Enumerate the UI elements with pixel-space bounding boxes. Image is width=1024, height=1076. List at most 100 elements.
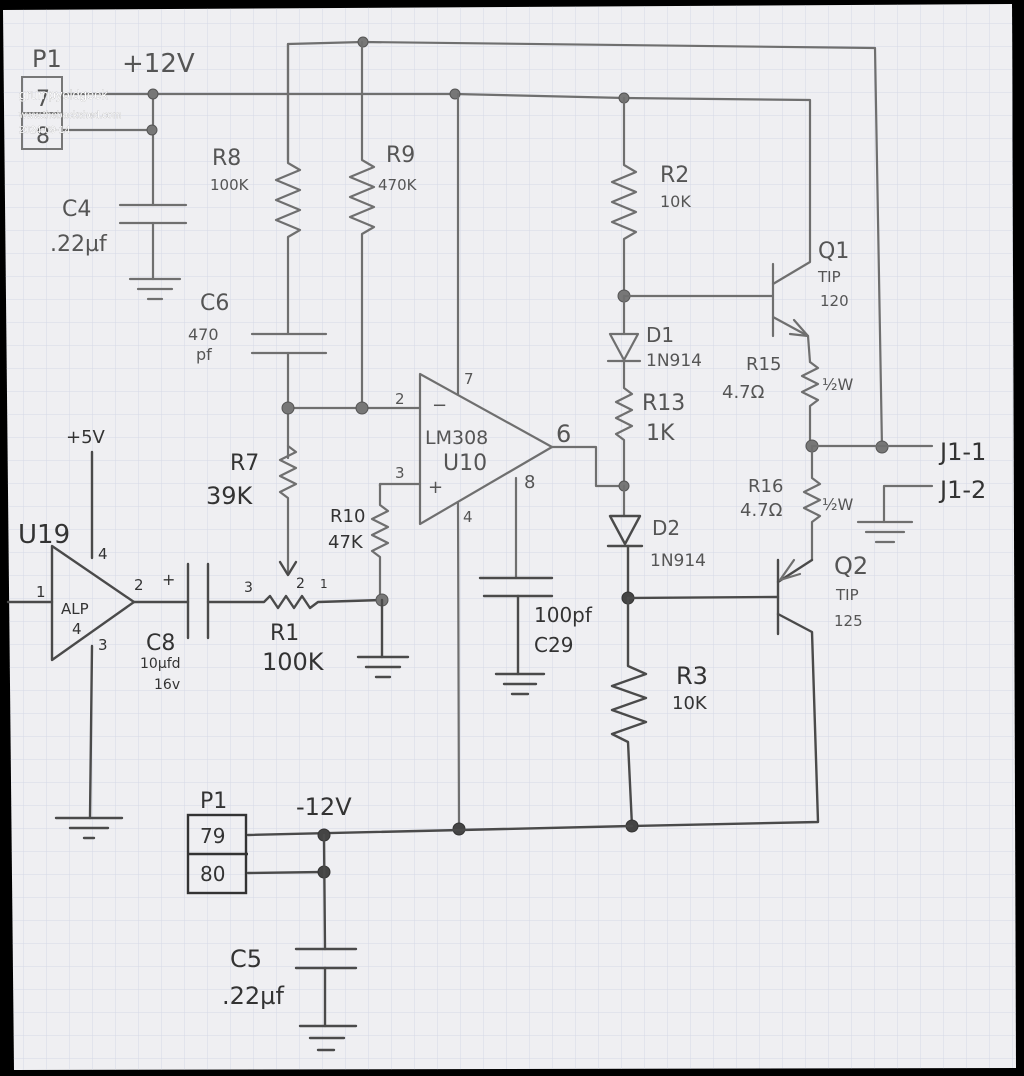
c6-ref: C6 [200,291,229,316]
r2-ref: R2 [660,163,689,188]
ground-symbol [494,672,546,696]
resistor-r10 [370,482,390,602]
p1-pin-79: 79 [200,824,225,848]
wire-c5-top [322,833,327,951]
q2-line2: 125 [834,612,863,630]
watermark-site: www.thebackshed.com [18,110,121,121]
q1-emitter-arrow-icon [788,318,810,338]
u10-pin8: 8 [524,472,535,493]
r15-power: ½W [822,375,854,394]
c5-value: .22µf [222,982,284,1010]
potentiometer-r1 [206,594,384,610]
u19-pin1: 1 [36,583,46,601]
u19-ref: U19 [18,520,70,550]
r15-value: 4.7Ω [722,382,765,403]
u10-plus: + [428,477,443,498]
d2-ref: D2 [652,516,680,540]
p1-pin-80: 80 [200,862,225,886]
p1-pin-7: 7 [36,87,50,112]
d1-value: 1N914 [646,351,702,371]
u10-pin4: 4 [463,508,473,526]
r7-ref: R7 [230,451,259,476]
c5-ref: C5 [230,945,262,973]
u19-part-2: 4 [72,620,82,638]
q2-line1: TIP [835,586,859,604]
c8-value: 10µfd [140,656,181,672]
rail-label-pos5: +5V [66,427,106,448]
resistor-r7 [278,444,298,574]
resistor-r16 [802,444,822,562]
u19-pin2: 2 [134,576,144,594]
wire-neg12-rail [246,824,634,837]
c29-value: 100pf [534,603,593,627]
j1-1-label: J1-1 [938,438,986,466]
u10-pin3: 3 [395,464,405,482]
wire-p1-pin80 [246,870,326,875]
r16-value: 4.7Ω [740,500,783,521]
graph-grid [3,4,1016,1070]
r10-value: 47K [328,532,364,553]
rail-label-pos12: +12V [122,49,195,79]
resistor-r3 [610,596,648,828]
watermark-date: 2024-09-14 [19,125,71,136]
r1-pin3: 3 [244,580,253,596]
d2-value: 1N914 [650,551,706,571]
ground-symbol [54,816,124,840]
c6-unit: pf [196,345,212,364]
wiper-arrow-icon [278,560,298,577]
u10-pin2: 2 [395,390,405,408]
u19-pin4: 4 [98,545,108,563]
wire-u10-output [550,445,626,488]
c8-ref: C8 [146,631,175,656]
rail-label-neg12: -12V [296,793,352,821]
r1-value: 100K [262,648,325,676]
r8-ref: R8 [212,146,241,171]
u10-minus: − [432,395,447,416]
r15-ref: R15 [746,354,781,375]
r1-ref: R1 [270,621,299,646]
wire-u10-vneg [456,501,461,832]
r2-value: 10K [660,192,691,211]
ground-symbol [298,1024,358,1052]
resistor-r13 [614,359,634,488]
r9-value: 470K [378,176,418,194]
c4-value: .22µf [50,232,108,257]
p1-top-label: P1 [32,45,62,73]
r16-ref: R16 [748,476,783,497]
u10-part: LM308 [425,427,488,449]
q1-line1: TIP [817,268,841,286]
junction-dot [281,401,295,415]
p1-bottom-label: P1 [200,789,227,814]
ground-symbol [856,520,914,544]
r13-ref: R13 [642,391,685,416]
u19-part-1: ALP [61,600,89,618]
wire-u19-vneg [88,644,94,820]
junction-dot [355,401,369,415]
resistor-r15 [800,360,820,448]
junction-dot [147,88,159,100]
q1-line2: 120 [820,292,849,310]
resistor-r9 [348,40,376,410]
r13-value: 1K [646,421,675,446]
r3-value: 10K [672,693,708,714]
c6-value: 470 [188,325,219,344]
wire-q2-base [626,595,780,600]
resistor-r8 [274,42,302,335]
r3-ref: R3 [676,662,708,690]
watermark-author: grumpyoldgeek [19,87,108,102]
p1-pin-8: 8 [36,124,50,149]
r16-power: ½W [822,495,854,514]
r7-value: 39K [206,482,254,510]
c8-polarity: + [162,570,175,589]
c4-ref: C4 [62,197,91,222]
q2-ref: Q2 [834,552,868,580]
ground-symbol [128,277,182,301]
diode-d2 [608,514,642,546]
u19-pin3: 3 [98,636,108,654]
q1-ref: Q1 [818,239,849,264]
r1-pin1: 1 [320,577,328,591]
resistor-r2 [610,96,638,298]
ground-symbol [356,655,410,679]
